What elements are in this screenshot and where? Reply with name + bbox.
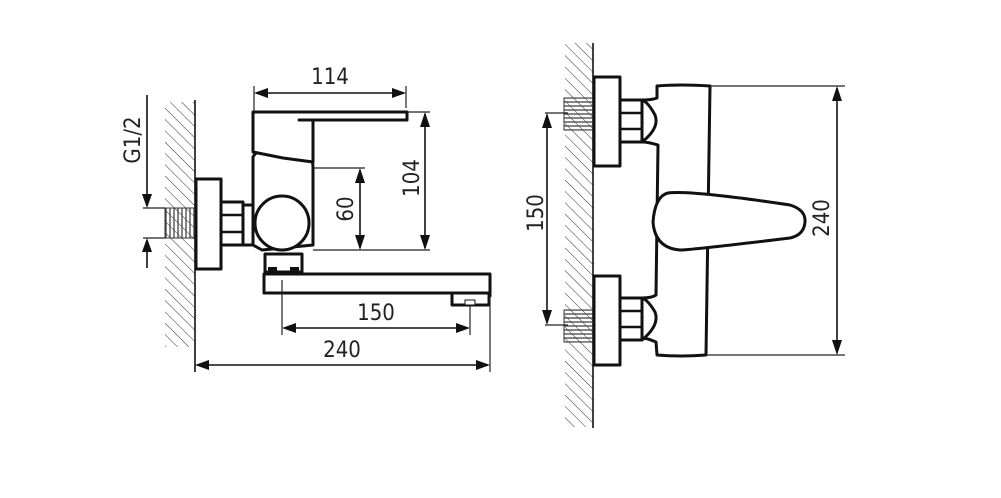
dimension-150-reach: 150 xyxy=(282,301,470,333)
thread-size-dimension: G1/2 xyxy=(121,95,152,268)
dim-104-label: 104 xyxy=(400,159,425,197)
side-view: 114 104 60 150 240 xyxy=(121,65,492,372)
bottom-nut xyxy=(618,296,644,342)
top-flange xyxy=(592,75,622,168)
dimension-104: 104 xyxy=(400,112,430,250)
wall-flange xyxy=(194,177,223,271)
dim-60-label: 60 xyxy=(334,196,359,221)
aerator xyxy=(450,291,491,307)
bottom-flange xyxy=(592,274,622,367)
lever-handle xyxy=(251,110,409,164)
dim-240-height-label: 240 xyxy=(810,199,835,237)
front-view: 240 150 xyxy=(524,43,845,428)
dim-240-label: 240 xyxy=(323,338,361,363)
hex-nut xyxy=(219,200,245,247)
bottom-inlet-thread xyxy=(563,309,594,343)
top-nut xyxy=(618,98,644,144)
dim-114-label: 114 xyxy=(311,65,349,90)
dimension-240-length: 240 xyxy=(195,338,490,370)
thread-size-label: G1/2 xyxy=(121,116,146,163)
inlet-thread xyxy=(164,207,196,239)
dim-150-spacing-label: 150 xyxy=(524,194,549,232)
dimension-114: 114 xyxy=(254,65,406,98)
top-inlet-thread xyxy=(563,97,594,131)
dim-150-label: 150 xyxy=(357,301,395,326)
dimension-150-spacing: 150 xyxy=(524,113,552,325)
lever-handle-front xyxy=(651,191,807,252)
cartridge-circle xyxy=(253,194,311,252)
dimension-60: 60 xyxy=(334,168,365,250)
dimension-240-height: 240 xyxy=(810,86,842,355)
